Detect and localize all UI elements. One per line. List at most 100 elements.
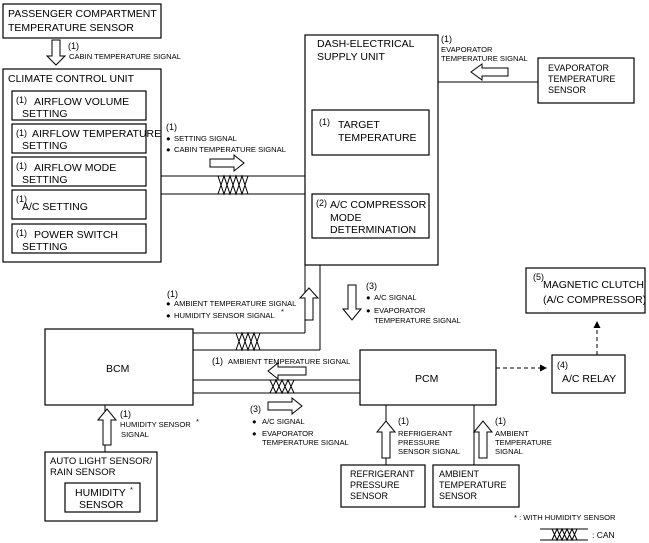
dash-unit-line-2: SUPPLY UNIT (317, 51, 385, 63)
magnetic-clutch-box: (5) MAGNETIC CLUTCH (A/C COMPRESSOR) (525, 267, 646, 314)
ac-right-line-3: TEMPERATURE SIGNAL (374, 316, 461, 325)
cc-item-3-line-2: SETTING (22, 174, 68, 186)
evap-signal-arrow (470, 63, 509, 81)
ambient-humidity-up-arrow (298, 287, 320, 321)
evap-sensor-line-2: TEMPERATURE (548, 74, 615, 84)
clutch-num: (5) (533, 272, 544, 282)
evap-signal-num: (1) (441, 34, 452, 44)
bcm-box: BCM (44, 328, 194, 406)
refrigerant-sensor-line-1: REFRIGERANT (350, 469, 415, 479)
auto-light-sensor-box: AUTO LIGHT SENSOR/ RAIN SENSOR HUMIDITY … (44, 451, 158, 522)
evap-signal-line-1: EVAPORATOR (441, 45, 493, 54)
humidity-signal-star: * (196, 417, 199, 426)
cc-item-2-line-2: SETTING (22, 140, 68, 152)
humidity-sensor-line-2: SENSOR (79, 499, 124, 511)
amb-hum-num: (1) (167, 289, 178, 299)
can-twist-bcm-dash (235, 331, 261, 352)
evap-signal-line-2: TEMPERATURE SIGNAL (441, 54, 528, 63)
humidity-sensor-star: * (130, 485, 133, 494)
refrigerant-sensor-line-3: SENSOR (350, 491, 389, 501)
cabin-signal-num: (1) (68, 41, 79, 51)
cc-item-5-num: (1) (16, 228, 27, 238)
can-twist-climate-dash (217, 174, 249, 196)
setting-signal-arrow (209, 153, 245, 173)
setting-bullet-2: ● (166, 145, 171, 154)
ac-lower-bullet-2: ● (252, 429, 257, 438)
ac-lower-right-arrow (267, 396, 303, 416)
setting-bullet-1: ● (166, 134, 171, 143)
passenger-sensor-line-2: TEMPERATURE SENSOR (8, 22, 134, 34)
cc-item-4-num: (1) (16, 194, 27, 204)
evaporator-sensor-box: EVAPORATOR TEMPERATURE SENSOR (537, 57, 635, 104)
passenger-compartment-sensor-box: PASSENGER COMPARTMENT TEMPERATURE SENSOR (2, 3, 162, 39)
ambient-sensor-line-3: SENSOR (439, 491, 478, 501)
cabin-signal-text: CABIN TEMPERATURE SIGNAL (69, 52, 181, 61)
humidity-up-arrow (96, 408, 118, 446)
legend-star-note: * : WITH HUMIDITY SENSOR (514, 513, 616, 522)
ac-mode-line-1: A/C COMPRESSOR (330, 199, 427, 211)
ac-mode-line-2: MODE (330, 212, 362, 224)
amb-hum-line-1: AMBIENT TEMPERATURE SIGNAL (174, 299, 296, 308)
ac-lower-bullet-1: ● (252, 417, 257, 426)
ac-lower-line-3: TEMPERATURE SIGNAL (262, 438, 349, 447)
amb-hum-star: * (281, 307, 284, 316)
can-twist-bcm-pcm (269, 378, 295, 395)
bcm-label: BCM (106, 363, 129, 375)
ambient-signal-num: (1) (495, 416, 506, 426)
refrigerant-signal-line-1: REFRIGERANT (398, 429, 453, 438)
dash-electrical-supply-unit-box: DASH-ELECTRICAL SUPPLY UNIT (1) TARGET T… (304, 34, 439, 266)
ac-right-line-1: A/C SIGNAL (374, 293, 417, 302)
ac-right-line-2: EVAPORATOR (374, 306, 426, 315)
pcm-box: PCM (359, 349, 497, 406)
pcm-label: PCM (415, 373, 438, 385)
clutch-line-1: MAGNETIC CLUTCH (543, 279, 644, 291)
cc-item-5-line-1: POWER SWITCH (34, 229, 118, 241)
refrigerant-sensor-box: REFRIGERANT PRESSURE SENSOR (340, 464, 426, 508)
ac-right-bullet-1: ● (366, 293, 371, 302)
refrigerant-sensor-line-2: PRESSURE (350, 480, 400, 490)
ac-right-num: (3) (366, 281, 377, 291)
ac-mode-line-3: DETERMINATION (330, 224, 416, 236)
ac-signal-down-arrow (341, 284, 363, 321)
ac-mode-num: (2) (316, 198, 327, 208)
humidity-signal-line-2: SIGNAL (121, 430, 149, 439)
cc-item-1-line-1: AIRFLOW VOLUME (34, 96, 129, 108)
cc-item-5-line-2: SETTING (22, 241, 68, 253)
auto-light-line-1: AUTO LIGHT SENSOR/ (50, 456, 152, 467)
target-temp-num: (1) (319, 117, 330, 127)
ac-lower-line-2: EVAPORATOR (262, 429, 314, 438)
ambient-signal-line-2: TEMPERATURE (495, 438, 552, 447)
cc-item-2-num: (1) (16, 128, 27, 138)
auto-light-line-2: RAIN SENSOR (50, 467, 116, 478)
ambient-sensor-line-2: TEMPERATURE (439, 480, 506, 490)
dash-unit-line-1: DASH-ELECTRICAL (317, 38, 415, 50)
refrigerant-signal-line-3: SENSOR SIGNAL (398, 447, 460, 456)
cc-item-1-num: (1) (16, 95, 27, 105)
cc-item-1-line-2: SETTING (22, 108, 68, 120)
ambient-sensor-line-1: AMBIENT (439, 469, 480, 479)
ambient-up-arrow (472, 420, 494, 459)
cc-item-3-num: (1) (16, 161, 27, 171)
ambient-signal-line-1: AMBIENT (495, 429, 529, 438)
climate-control-unit-box: CLIMATE CONTROL UNIT (1) AIRFLOW VOLUME … (2, 68, 162, 263)
can-legend-symbol (540, 527, 588, 542)
ac-lower-num: (3) (250, 404, 261, 414)
humidity-sensor-line-1: HUMIDITY (75, 487, 126, 499)
humidity-signal-num: (1) (120, 409, 131, 419)
climate-unit-title: CLIMATE CONTROL UNIT (8, 73, 135, 85)
legend-can-label: : CAN (592, 530, 615, 540)
cc-item-3-line-1: AIRFLOW MODE (34, 162, 116, 174)
ac-relay-box: (4) A/C RELAY (551, 354, 626, 394)
ambient-sensor-box: AMBIENT TEMPERATURE SENSOR (432, 464, 520, 508)
amb-hum-bullet-1: ● (166, 299, 171, 308)
target-temp-line-1: TARGET (338, 119, 380, 131)
ambient-mid-left-arrow (267, 361, 307, 381)
ac-lower-line-1: A/C SIGNAL (262, 417, 305, 426)
refrigerant-signal-line-2: PRESSURE (398, 438, 440, 447)
evap-sensor-line-3: SENSOR (548, 85, 587, 95)
cabin-signal-arrow (45, 39, 67, 66)
clutch-line-2: (A/C COMPRESSOR) (543, 294, 646, 306)
cc-item-4-line-1: A/C SETTING (22, 201, 88, 213)
relay-num: (4) (557, 360, 568, 370)
